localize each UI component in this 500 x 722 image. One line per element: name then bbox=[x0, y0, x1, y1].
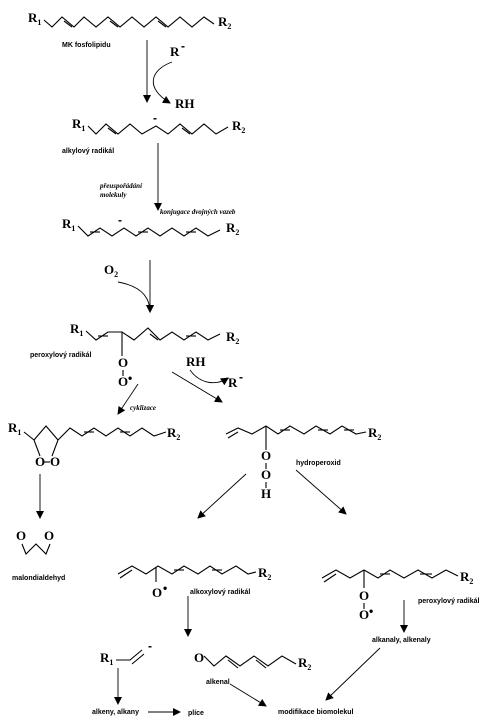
structure-alkene-fragment: R1 - alkeny, alkany plíce bbox=[92, 639, 204, 717]
group-r2: R2 bbox=[258, 565, 271, 582]
step-oxygen-addition: O2 bbox=[104, 260, 154, 313]
step-rearrangement: přeuspořádání molekuly konjugace dvojnýc… bbox=[99, 143, 236, 216]
structure-hydroperoxide: R2 O O H hydroperoxid bbox=[225, 425, 381, 501]
group-r1: R1 bbox=[8, 420, 21, 437]
structure-alkenal: O R2 alkenal bbox=[194, 650, 311, 686]
group-r1: R1 bbox=[70, 321, 83, 338]
structure-fatty-acid: R1 R2 MK fosfolipidu bbox=[28, 10, 231, 49]
label-cyklizace: cyklizace bbox=[130, 404, 156, 412]
step-hydrogen-abstraction: R - RH bbox=[143, 39, 195, 111]
structure-malondialdehyde: O O malondialdehyd bbox=[12, 528, 65, 582]
group-r-minus: R bbox=[170, 44, 180, 59]
label-peroxylovy-radikal-2: peroxylový radikál bbox=[418, 598, 480, 605]
structure-cyclic-peroxide: R1 O O R2 bbox=[8, 420, 180, 469]
label-konjugace: konjugace dvojných vazeb bbox=[160, 208, 236, 216]
group-o: O bbox=[118, 374, 128, 389]
group-r1: R1 bbox=[72, 116, 85, 133]
label-alkenal: alkenal bbox=[206, 679, 230, 686]
label-modifikace-biomolekul: modifikace biomolekul bbox=[278, 709, 354, 716]
group-o2: O2 bbox=[104, 262, 118, 279]
group-r1: R1 bbox=[100, 650, 113, 667]
label-hydroperoxid: hydroperoxid bbox=[296, 460, 341, 467]
group-r2: R2 bbox=[226, 329, 239, 346]
step-hydroperoxide-split bbox=[197, 469, 347, 519]
group-h: H bbox=[261, 486, 271, 501]
structure-peroxyl-radical: R1 O O • R2 peroxylový radikál bbox=[30, 321, 239, 389]
radical-minus: - bbox=[153, 111, 157, 125]
group-o: O bbox=[359, 607, 369, 622]
label-malondialdehyd: malondialdehyd bbox=[12, 575, 65, 582]
group-rh: RH bbox=[175, 96, 195, 111]
group-r1: R1 bbox=[28, 10, 41, 27]
group-r1: R1 bbox=[62, 216, 75, 233]
charge-minus: - bbox=[239, 370, 243, 384]
group-o: O bbox=[35, 454, 45, 469]
group-o: O bbox=[359, 588, 369, 603]
label-alkanaly-alkenaly: alkanaly, alkenaly bbox=[372, 637, 431, 644]
structure-peroxyl-radical-2: R2 O O • peroxylový radikál bbox=[321, 569, 480, 622]
group-r2: R2 bbox=[167, 425, 180, 442]
label-alkylovy-radikal: alkylový radikál bbox=[62, 148, 114, 155]
radical-dot: • bbox=[163, 581, 167, 595]
step-degradation: alkanaly, alkenaly bbox=[184, 596, 431, 707]
radical-dot: • bbox=[369, 604, 373, 618]
group-r2: R2 bbox=[460, 569, 473, 586]
charge-minus: - bbox=[181, 39, 185, 53]
group-o: O bbox=[118, 355, 128, 370]
group-r2: R2 bbox=[298, 655, 311, 672]
label-alkoxylovy-radikal: alkoxylový radikál bbox=[190, 589, 250, 596]
group-rh: RH bbox=[186, 354, 206, 369]
label-mk-fosfolipidu: MK fosfolipidu bbox=[62, 42, 111, 49]
structure-conjugated-radical: R1 - R2 bbox=[62, 213, 239, 237]
group-o: O bbox=[16, 528, 26, 543]
label-peroxylovy-radikal: peroxylový radikál bbox=[30, 352, 92, 359]
label-plice: plíce bbox=[188, 710, 204, 717]
group-r-minus: R bbox=[228, 375, 238, 390]
group-o: O bbox=[261, 448, 271, 463]
group-r2: R2 bbox=[368, 425, 381, 442]
group-o: O bbox=[152, 585, 162, 600]
radical-minus: - bbox=[118, 213, 122, 227]
group-o: O bbox=[44, 528, 54, 543]
group-o: O bbox=[261, 467, 271, 482]
structure-alkoxyl-radical: R2 O • alkoxylový radikál bbox=[117, 565, 271, 600]
label-molekuly: molekuly bbox=[100, 191, 127, 199]
structure-alkyl-radical: R1 - R2 alkylový radikál bbox=[62, 111, 245, 155]
group-o: O bbox=[50, 454, 60, 469]
group-r2: R2 bbox=[226, 220, 239, 237]
radical-minus: - bbox=[148, 639, 152, 653]
group-r2: R2 bbox=[232, 118, 245, 135]
radical-dot: • bbox=[128, 371, 132, 385]
group-r2: R2 bbox=[218, 14, 231, 31]
label-alkeny-alkany: alkeny, alkany bbox=[92, 709, 139, 716]
group-o: O bbox=[194, 650, 204, 665]
step-branching: cyklizace RH R - bbox=[117, 354, 243, 415]
label-preusporadani: přeuspořádání bbox=[99, 182, 143, 190]
